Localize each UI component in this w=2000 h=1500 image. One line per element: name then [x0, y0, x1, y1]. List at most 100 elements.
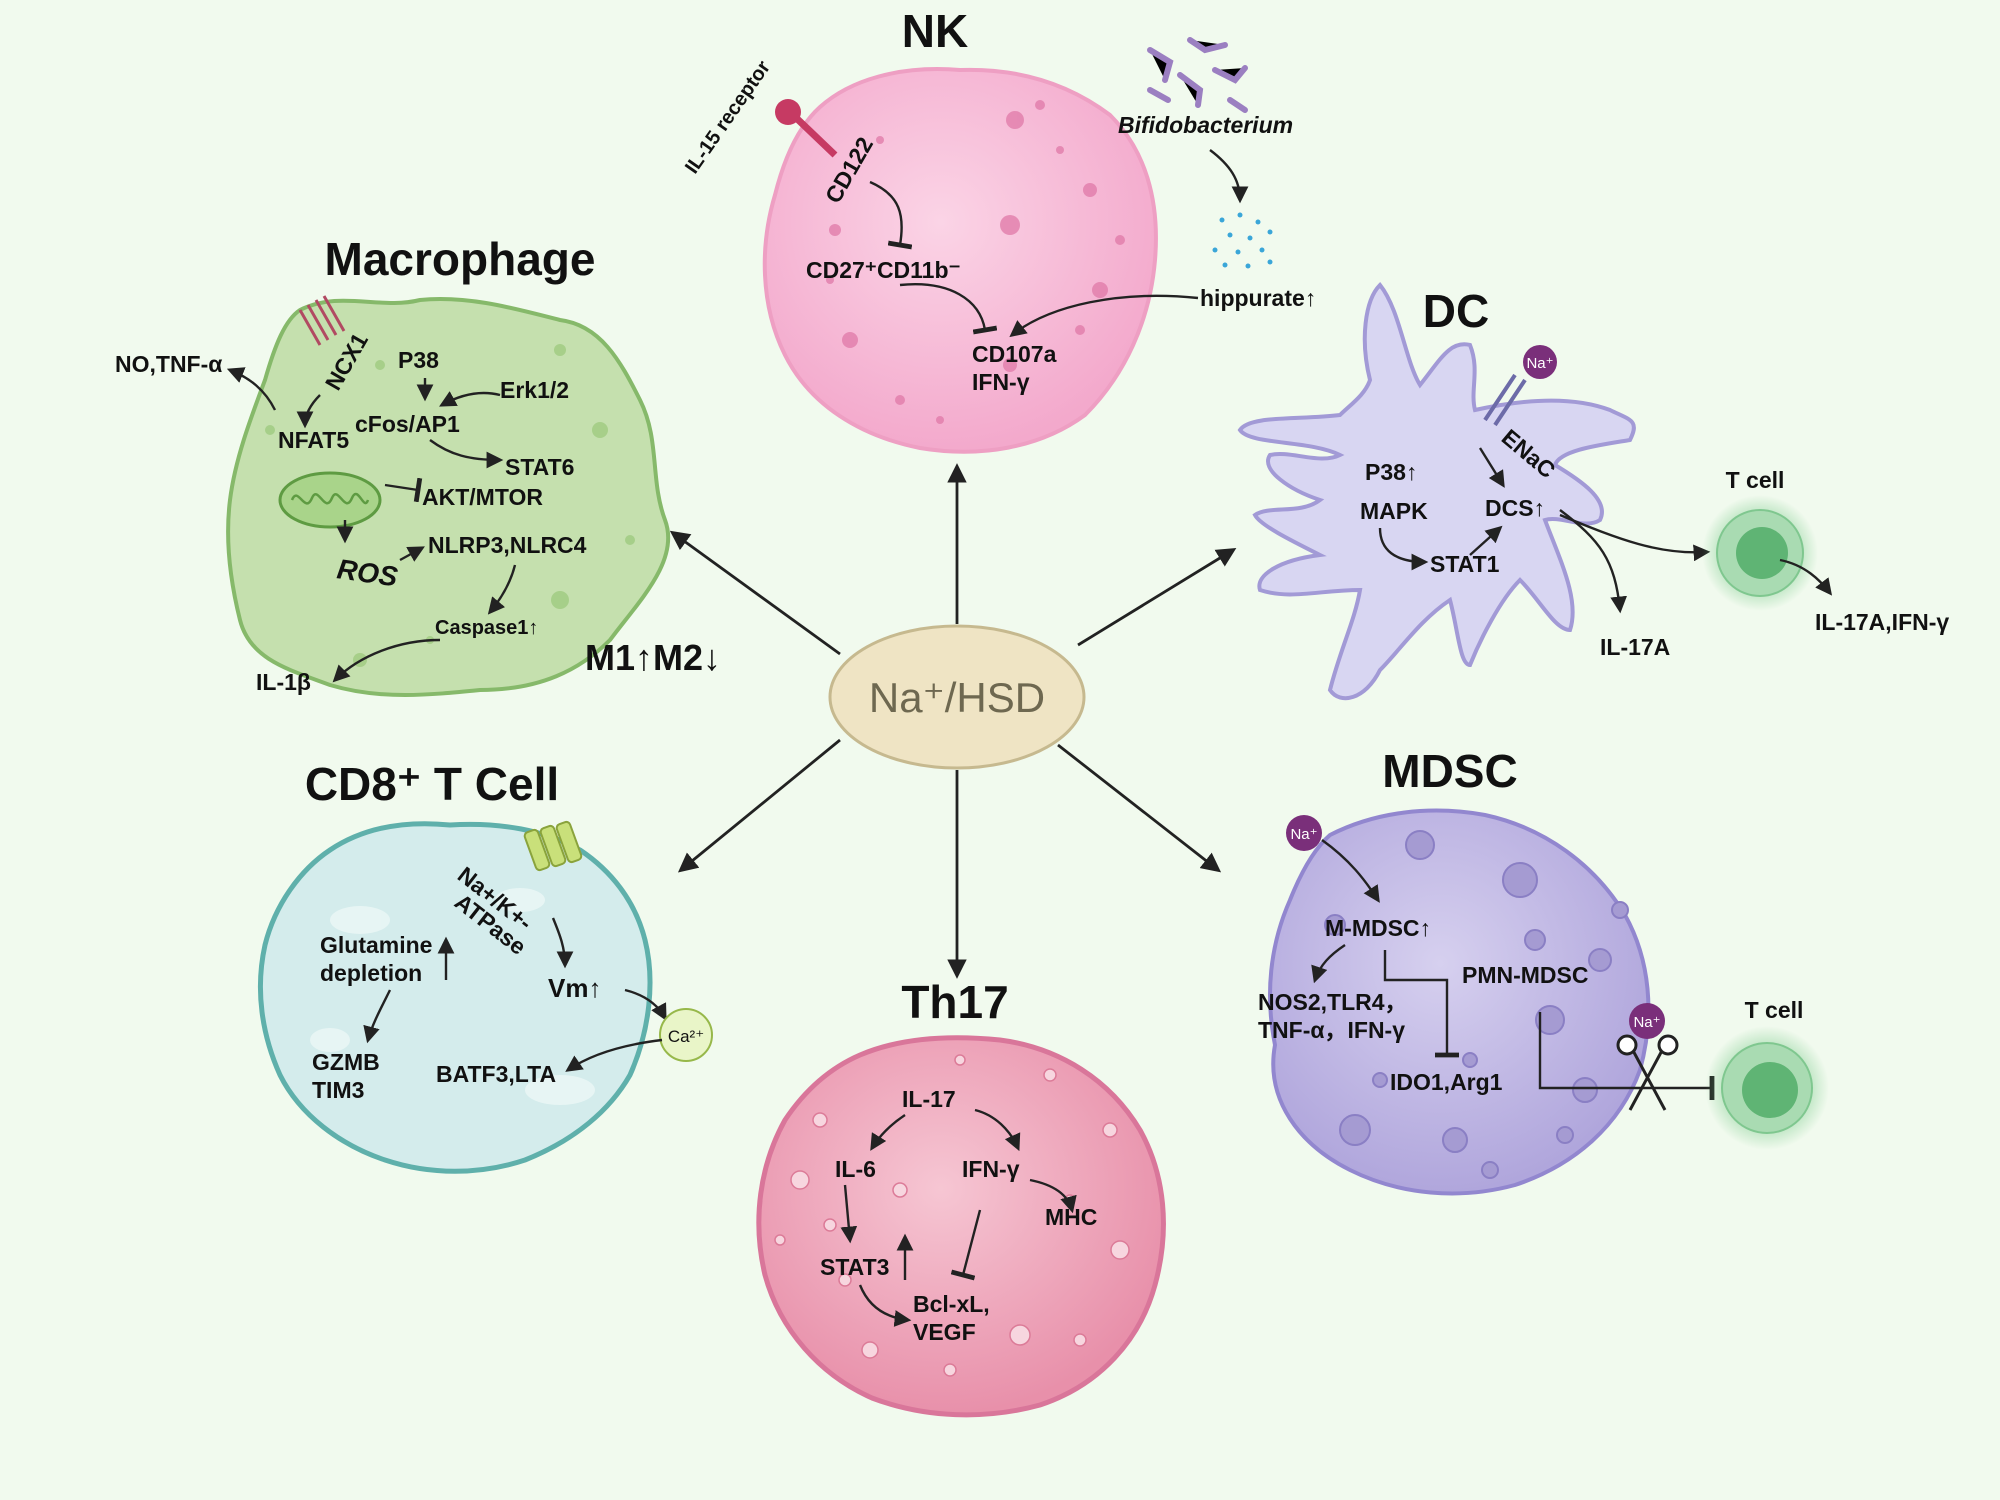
arrow-il6-stat3: [840, 1184, 858, 1244]
mdsc-na-badge: [1286, 815, 1322, 851]
il1b-label: IL-1β: [256, 669, 311, 695]
ncx1-transporter-icon: [298, 295, 346, 346]
th17-il17-label: IL-17: [902, 1086, 956, 1112]
arrow-to-no-tnf: [226, 367, 277, 411]
arrow-ca-batf3: [565, 1038, 663, 1072]
hippurate-dots: [1212, 212, 1273, 269]
cfos-label: cFos/AP1: [355, 411, 460, 437]
arrow-enac-dcs: [1478, 447, 1505, 488]
arrow-cd27-inhibit: [899, 283, 998, 335]
dc-p38-label: P38↑: [1365, 459, 1417, 485]
arrow-glutamine-gzmb: [363, 989, 392, 1044]
arrow-mapk-stat1: [1378, 527, 1429, 571]
cd8-texture: [310, 888, 595, 1105]
m1m2-label: M1↑M2↓: [585, 637, 721, 678]
nk-ifng-label: IFN-γ: [972, 369, 1030, 395]
arrow-ifng-bcl-inhibit: [950, 1209, 982, 1281]
dc-na-label: Na⁺: [1526, 355, 1553, 372]
nk-cell-body: [762, 67, 1158, 454]
arrow-bifido-hippurate: [1209, 149, 1249, 204]
mdsc-tcell-label: T cell: [1745, 997, 1804, 1023]
arrow-hippurate-cd107a: [1009, 294, 1199, 338]
batf3-label: BATF3,LTA: [436, 1061, 556, 1087]
center-label: Na⁺/HSD: [869, 674, 1045, 721]
erk-label: Erk1/2: [500, 377, 569, 403]
il15-receptor-label: IL-15 receptor: [681, 57, 775, 178]
th17-cell: Th17 IL-17 IL-6 IFN-γ MHC STAT3 Bcl-xL, …: [756, 976, 1166, 1418]
dc-cell-body: [1237, 282, 1636, 701]
ido1-label: IDO1,Arg1: [1390, 1069, 1503, 1095]
nfat5-label: NFAT5: [278, 427, 349, 453]
dc-cell: DC Na⁺ ENaC P38↑ MAPK STAT1 DCS↑ IL-17A …: [1237, 282, 1949, 701]
bifidobacterium-icon: [1147, 37, 1248, 113]
arrow-il17-ifng: [974, 1108, 1021, 1152]
arrow-mmdsc-nos2: [1311, 944, 1346, 984]
arrow-stat1-dcs: [1469, 525, 1503, 556]
nk-title: NK: [902, 5, 968, 57]
nos2-label-line2: TNF-α，IFN-γ: [1258, 1017, 1405, 1043]
cd8-cell: CD8⁺ T Cell Na+/K+- ATPase Glutamine dep…: [257, 758, 713, 1174]
mitochondrion-icon: [278, 471, 382, 529]
main-arrows: [669, 463, 1237, 979]
nlrp3-label: NLRP3,NLRC4: [428, 532, 587, 558]
dc-na-badge: [1523, 345, 1557, 379]
arrow-na-mmdsc: [1321, 839, 1380, 903]
arrow-caspase-il1b: [332, 638, 441, 683]
mdsc-na-label-2: Na⁺: [1633, 1014, 1660, 1031]
th17-ifng-label: IFN-γ: [962, 1156, 1020, 1182]
macrophage-vesicles: [265, 344, 635, 667]
gzmb-label: GZMB: [312, 1049, 380, 1075]
arrow-cd122-inhibit: [869, 180, 913, 250]
akt-label: AKT/MTOR: [422, 484, 543, 510]
pmn-mdsc-label: PMN-MDSC: [1462, 962, 1589, 988]
hippurate-label: hippurate↑: [1200, 285, 1316, 311]
stat1-label: STAT1: [1430, 551, 1500, 577]
dc-il17a-ifng-label: IL-17A,IFN-γ: [1815, 609, 1949, 635]
mdsc-pits: [1324, 830, 1629, 1179]
arrow-dcs-tcell: [1559, 513, 1711, 562]
no-tnf-label: NO,TNF-α: [115, 351, 222, 377]
th17-vesicles: [774, 1054, 1130, 1377]
vm-label: Vm↑: [548, 973, 601, 1003]
m-mdsc-label: M-MDSC↑: [1325, 915, 1431, 941]
mdsc-title: MDSC: [1382, 745, 1517, 797]
arrow-tcell-cytokines: [1779, 558, 1833, 596]
arrow-atpase-vm: [551, 917, 574, 969]
cd8-title: CD8⁺ T Cell: [305, 758, 559, 810]
stat6-label: STAT6: [505, 454, 574, 480]
scissors-icon: [1616, 1034, 1679, 1111]
glutamine-label-line2: depletion: [320, 960, 422, 986]
dcs-label: DCS↑: [1485, 495, 1545, 521]
arrow-ncx1-nfat5: [296, 394, 321, 429]
arrow-ifng-mhc: [1029, 1178, 1077, 1214]
arrow-to-dc: [1077, 547, 1237, 647]
stat3-label: STAT3: [820, 1254, 889, 1280]
arrow-cfos-stat6: [429, 439, 504, 469]
center-node: Na⁺/HSD: [828, 624, 1086, 770]
nk-cell: NK IL-15 receptor CD122 CD27⁺CD11b⁻ CD10…: [681, 5, 1316, 454]
dc-tcell-icon: [1702, 495, 1818, 611]
arrow-to-mdsc: [1057, 743, 1222, 873]
nos2-label-line1: NOS2,TLR4，: [1258, 989, 1408, 1015]
caspase-label: Caspase1↑: [435, 617, 538, 639]
atpase-pump-icon: [523, 820, 583, 872]
bifidobacterium-label: Bifidobacterium: [1118, 112, 1293, 138]
mdsc-na-label: Na⁺: [1290, 826, 1317, 843]
glutamine-label-line1: Glutamine: [320, 932, 432, 958]
arrow-erk-cfos: [439, 391, 501, 407]
mapk-label: MAPK: [1360, 498, 1428, 524]
arrow-vm-ca: [624, 988, 667, 1021]
cd27-label: CD27⁺CD11b⁻: [806, 257, 961, 283]
arrow-mito-akt-inhibit: [384, 477, 423, 503]
enac-channel-icon: [1483, 373, 1527, 427]
dc-title: DC: [1423, 285, 1489, 337]
dc-il17a-label: IL-17A: [1600, 634, 1670, 660]
bcl-label-line1: Bcl-xL,: [913, 1291, 990, 1317]
mdsc-na-badge-2: [1629, 1003, 1665, 1039]
nk-granules: [826, 100, 1125, 424]
macrophage-title: Macrophage: [325, 233, 596, 285]
tim3-label: TIM3: [312, 1077, 364, 1103]
mdsc-cell: MDSC Na⁺ M-MDSC↑ NOS2,TLR4， TNF-α，IFN-γ …: [1258, 745, 1829, 1196]
calcium-badge: [659, 1008, 713, 1062]
calcium-label: Ca²⁺: [668, 1027, 704, 1046]
